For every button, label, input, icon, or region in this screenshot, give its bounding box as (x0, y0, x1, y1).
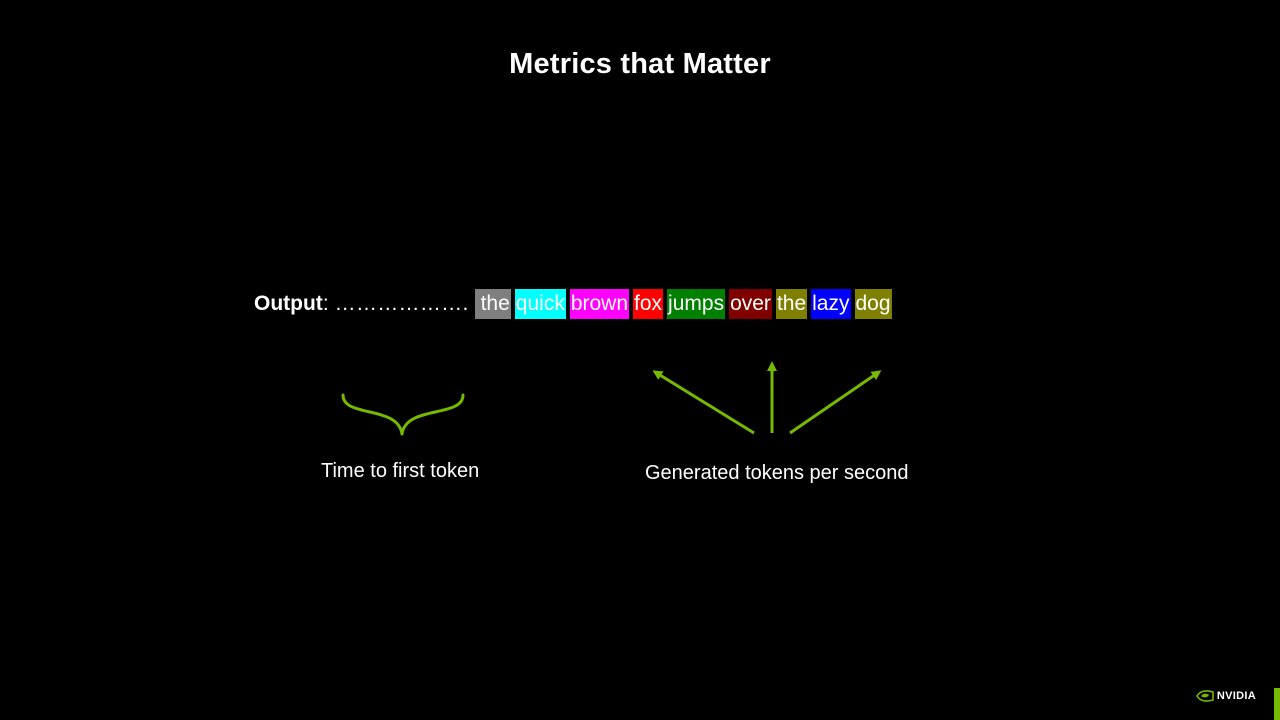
arrow-right (789, 370, 882, 435)
accent-edge-bar (1274, 688, 1280, 720)
token-quick: quick (514, 289, 566, 319)
token-jumps: jumps (667, 289, 726, 319)
caption-time-to-first-token: Time to first token (321, 460, 480, 482)
arrow-left (652, 370, 755, 435)
output-placeholder-dots: ………………. (334, 292, 469, 315)
token-over: over (729, 289, 772, 319)
token-the-2: the (775, 289, 808, 319)
token-the-1: the (474, 289, 511, 319)
token-fox: fox (633, 289, 664, 319)
nvidia-eye-icon (1195, 690, 1214, 702)
token-dog: dog (854, 289, 892, 319)
token-brown: brown (569, 289, 630, 319)
curly-brace-icon (341, 393, 465, 436)
nvidia-logo: NVIDIA (1195, 690, 1256, 702)
output-label: Output (254, 292, 323, 315)
brand-name: NVIDIA (1216, 690, 1256, 702)
slide-title: Metrics that Matter (509, 48, 771, 80)
output-colon: : (322, 292, 329, 315)
caption-tokens-per-second: Generated tokens per second (645, 462, 909, 484)
output-row: Output : ………………. the quick brown fox jum… (254, 289, 896, 319)
token-lazy: lazy (811, 289, 851, 319)
